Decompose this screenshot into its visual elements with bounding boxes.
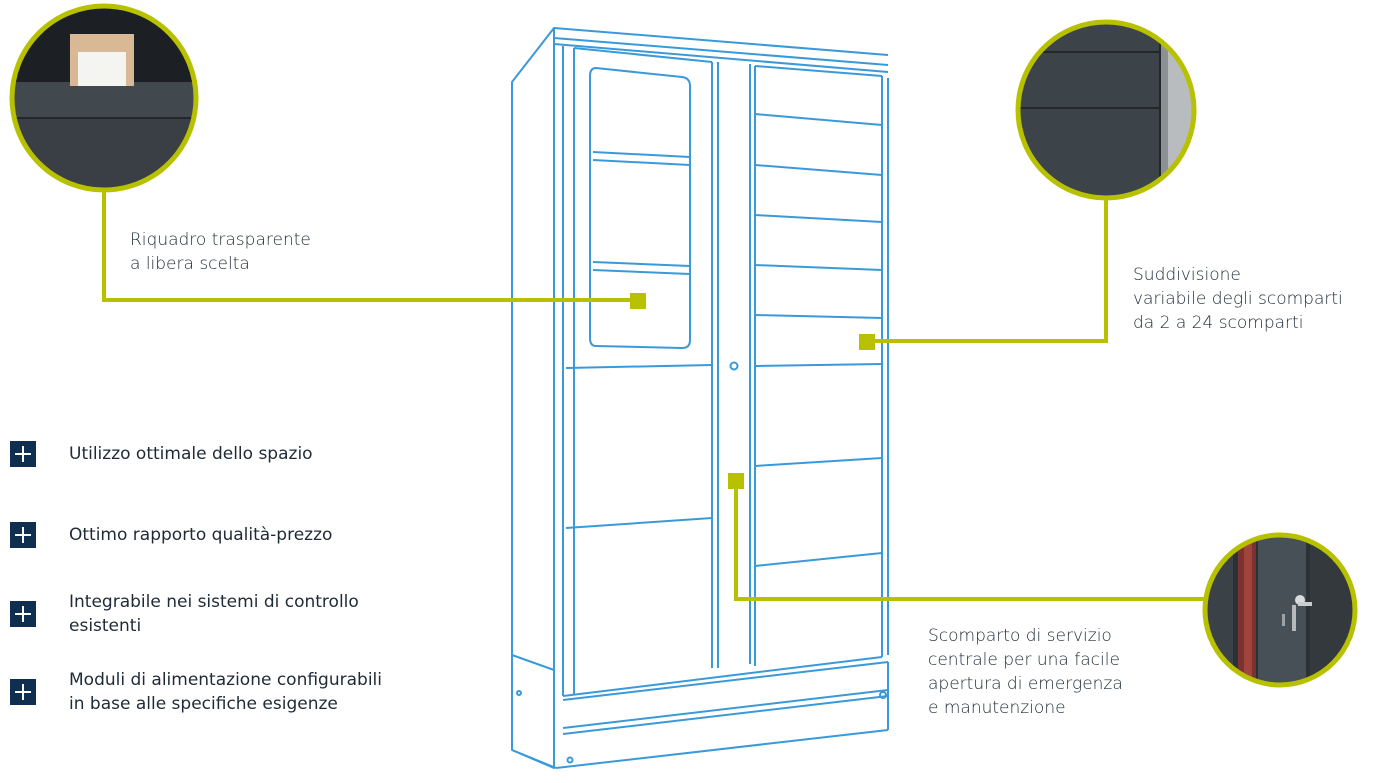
callout-lines	[102, 190, 1208, 601]
feature-text: Utilizzo ottimale dello spazio	[69, 442, 313, 466]
square-marker-icon	[859, 334, 875, 350]
feature-text: Ottimo rapporto qualità-prezzo	[69, 523, 332, 547]
callout-text-line: a libera scelta	[130, 254, 250, 274]
transparent-window	[589, 67, 691, 349]
locker-plinth	[511, 654, 889, 769]
callout-markers	[630, 293, 875, 489]
callout-label-compartments: Suddivisione variabile degli scomparti d…	[1133, 263, 1343, 335]
callout-line-compartments	[866, 198, 1108, 343]
locker-outline	[511, 27, 889, 769]
callout-text-line: centrale per una facile	[928, 650, 1120, 670]
plus-icon	[10, 441, 36, 467]
feature-text-line: Integrabile nei sistemi di controllo	[69, 592, 359, 612]
feature-item: Ottimo rapporto qualità-prezzo	[10, 522, 332, 548]
detail-photo-service	[1202, 532, 1358, 688]
plus-icon	[10, 679, 36, 705]
feature-item: Integrabile nei sistemi di controllo esi…	[10, 590, 359, 638]
plus-icon	[10, 522, 36, 548]
callout-line-window	[102, 190, 639, 302]
feature-item: Moduli di alimentazione configurabili in…	[10, 668, 382, 716]
feature-text-line: Ottimo rapporto qualità-prezzo	[69, 525, 333, 545]
feature-item: Utilizzo ottimale dello spazio	[10, 441, 313, 467]
service-column	[717, 62, 751, 668]
feature-text-line: esistenti	[69, 616, 142, 636]
callout-label-window: Riquadro trasparente a libera scelta	[130, 228, 311, 276]
feature-text: Moduli di alimentazione configurabili in…	[69, 668, 382, 716]
callout-text-line: e manutenzione	[928, 698, 1066, 718]
locker-left-door	[565, 47, 713, 694]
callout-text-line: variabile degli scomparti	[1133, 289, 1343, 309]
callout-text-line: Riquadro trasparente	[130, 230, 311, 250]
plus-icon	[10, 601, 36, 627]
callout-text-line: Suddivisione	[1133, 265, 1241, 285]
callout-text-line: apertura di emergenza	[928, 674, 1123, 694]
feature-text-line: in base alle specifiche esigenze	[69, 694, 338, 714]
detail-photo-window	[9, 3, 199, 193]
callout-line-service	[734, 480, 1208, 601]
callout-text-line: Scomparto di servizio	[928, 626, 1112, 646]
callout-text-line: da 2 a 24 scomparti	[1133, 313, 1304, 333]
callout-label-service: Scomparto di servizio centrale per una f…	[928, 624, 1123, 720]
square-marker-icon	[630, 293, 646, 309]
detail-photo-compartments	[1015, 19, 1197, 201]
feature-text-line: Utilizzo ottimale dello spazio	[69, 444, 313, 464]
square-marker-icon	[728, 473, 744, 489]
right-compartments	[754, 65, 889, 666]
feature-text-line: Moduli di alimentazione configurabili	[69, 670, 382, 690]
feature-text: Integrabile nei sistemi di controllo esi…	[69, 590, 359, 638]
